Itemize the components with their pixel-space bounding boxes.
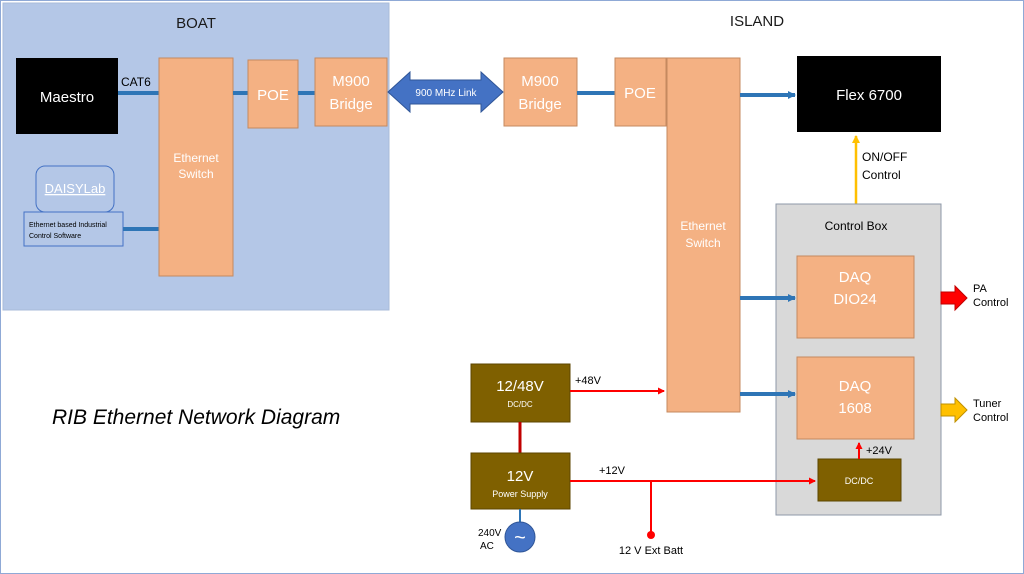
island-bridge-line1: M900: [521, 73, 559, 90]
island-poe-label: POE: [624, 85, 656, 102]
power-supply-line2: Power Supply: [492, 489, 548, 499]
radio-link-arrow: [387, 70, 504, 114]
control-dcdc-box: [817, 458, 902, 502]
daq-1608-box: [796, 356, 915, 440]
ac-source-symbol: ~: [514, 527, 526, 549]
boat-region-label: BOAT: [176, 15, 216, 32]
control-box-label: Control Box: [825, 219, 888, 233]
plus48-label: +48V: [575, 375, 602, 387]
island-switch-line1: Ethernet: [680, 219, 726, 233]
pa-control-line2: Control: [973, 297, 1008, 309]
maestro-label: Maestro: [40, 89, 94, 106]
daq-dio24-line1: DAQ: [839, 269, 872, 286]
daq-dio24-box: [796, 255, 915, 339]
plus12-label: +12V: [599, 465, 626, 477]
maestro-box: [16, 58, 118, 134]
tuner-control-arrow: [940, 396, 968, 424]
boat-switch-line1: Ethernet: [173, 151, 219, 165]
daq-dio24-line2: DIO24: [833, 291, 876, 308]
industrial-software-box: [23, 211, 124, 247]
industrial-software-line2: Control Software: [29, 233, 81, 240]
boat-bridge-line1: M900: [332, 73, 370, 90]
control-dcdc-label: DC/DC: [845, 476, 874, 486]
ac-source-line2: AC: [480, 541, 494, 552]
ext-batt-label: 12 V Ext Batt: [619, 545, 683, 557]
island-switch-line2: Switch: [685, 236, 720, 250]
power-supply-box: [470, 452, 571, 510]
island-poe-box: [614, 57, 667, 127]
pa-control-arrow: [940, 284, 968, 312]
industrial-software-line1: Ethernet based Industrial: [29, 222, 107, 229]
ac-source-line1: 240V: [478, 528, 502, 539]
onoff-line1: ON/OFF: [862, 150, 907, 164]
cat6-label: CAT6: [121, 75, 151, 89]
pa-control-line1: PA: [973, 283, 988, 295]
tuner-control-line2: Control: [973, 412, 1008, 424]
radio-link-label: 900 MHz Link: [415, 88, 477, 99]
ac-source-icon: [504, 521, 536, 553]
dcdc-converter-box: [470, 363, 571, 423]
boat-poe-label: POE: [257, 87, 289, 104]
boat-switch-line2: Switch: [178, 167, 213, 181]
boat-m900-bridge: [314, 57, 388, 127]
ext-batt-terminal: [647, 531, 655, 539]
onoff-line2: Control: [862, 168, 901, 182]
boat-poe-box: [247, 59, 299, 129]
daq-1608-line1: DAQ: [839, 378, 872, 395]
boat-ethernet-switch: [158, 57, 234, 277]
flex-6700-label: Flex 6700: [836, 87, 902, 104]
daisylab-label: DAISYLab: [45, 181, 106, 196]
diagram-title: RIB Ethernet Network Diagram: [52, 406, 340, 429]
dcdc-converter-line1: 12/48V: [496, 378, 544, 395]
power-supply-line1: 12V: [507, 468, 534, 485]
island-bridge-line2: Bridge: [518, 96, 561, 113]
dcdc-converter-line2: DC/DC: [507, 400, 533, 409]
island-ethernet-switch: [666, 57, 741, 413]
boat-bridge-line2: Bridge: [329, 96, 372, 113]
island-region-label: ISLAND: [730, 13, 784, 30]
plus24-label: +24V: [866, 445, 893, 457]
flex-6700-box: [797, 56, 941, 132]
daq-1608-line2: 1608: [838, 400, 871, 417]
tuner-control-line1: Tuner: [973, 398, 1002, 410]
island-m900-bridge: [503, 57, 578, 127]
